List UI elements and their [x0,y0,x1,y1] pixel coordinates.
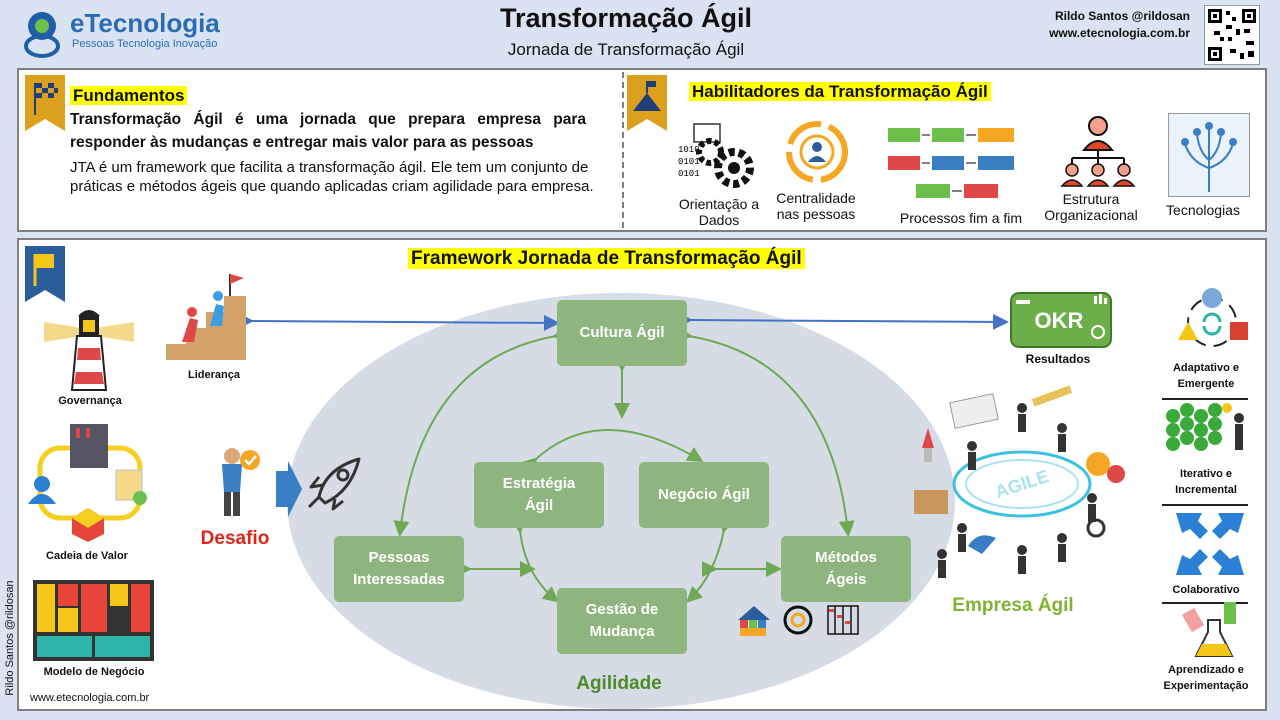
fundamentos-heading: Fundamentos [70,86,188,106]
author-website[interactable]: www.etecnologia.com.br [1049,26,1190,40]
technology-tree-icon [1168,113,1250,197]
agile-company-illustration: AGILE [914,385,1125,578]
checkered-flag-icon [25,75,65,131]
svg-text:0101: 0101 [678,169,700,179]
logo-title: eTecnologia [70,8,220,38]
adaptativo-label: Adaptativo e Emergente [1172,362,1239,390]
iterativo-label: Iterativo e Incremental [1175,468,1237,496]
author-name: Rildo Santos @rildosan [1054,9,1190,23]
box-pessoas-interessadas: Pessoas Interessadas [334,536,464,602]
blue-arrow-icon [276,461,302,517]
colaborativo-label: Colaborativo [1172,584,1240,596]
experiment-flask-icon [1182,602,1236,657]
business-model-canvas-icon [33,580,154,661]
box-estrategia-agil: Estratégia Ágil [474,462,604,528]
panel-divider [622,72,624,228]
aprendizado-label: Aprendizado e Experimentação [1163,664,1249,692]
process-flow-icon [888,128,1014,198]
habilitadores-heading: Habilitadores da Transformação Ágil [689,82,991,102]
leadership-stairs-icon [166,274,246,360]
governanca-label: Governança [58,395,122,407]
adaptive-cycle-icon [1178,288,1248,347]
enabler-label-processos: Processos fim a fim [899,210,1023,226]
bookmark-flag-icon [25,246,65,302]
modelo-negocio-label: Modelo de Negócio [43,666,145,678]
box-gestao-mudanca: Gestão de Mudança [557,588,687,654]
cadeia-valor-label: Cadeia de Valor [46,550,128,562]
agile-badge-text: AGILE [993,466,1052,502]
page-subtitle: Jornada de Transformação Ágil [507,40,745,59]
enabler-label-pessoas: Centralidade nas pessoas [776,190,856,222]
lighthouse-icon [44,310,134,391]
separator-3 [1162,602,1248,604]
logo-icon [24,12,60,58]
methods-tools-icon [738,605,859,636]
desafio-label: Desafio [200,528,270,549]
svg-text:0101: 0101 [678,157,700,167]
enabler-label-dados: Orientação a Dados [678,196,760,228]
page-title: Transformação Ágil [499,3,753,33]
box-negocio-agil: Negócio Ágil [639,462,769,528]
svg-text:1010: 1010 [678,145,700,155]
org-structure-icon [1060,116,1136,187]
box-metodos-ageis: Métodos Ágeis [781,536,911,602]
rocket-icon [307,457,361,511]
fundamentos-statement: Transformação Ágil é uma jornada que pre… [70,111,586,151]
author-block: Rildo Santos @rildosan www.etecnologia.c… [1049,8,1190,42]
lideranca-label: Liderança [188,369,240,381]
logo-subtitle: Pessoas Tecnologia Inovação [72,38,218,50]
challenge-person-icon [222,448,260,516]
summit-flag-icon [627,75,667,131]
value-chain-icon [28,424,147,542]
separator-2 [1162,504,1248,506]
agilidade-label: Agilidade [576,673,662,694]
fundamentos-paragraph: JTA é um framework que facilita a transf… [70,159,594,195]
footer-website[interactable]: www.etecnologia.com.br [30,692,150,704]
hexagon-iterative-icon [1166,403,1244,451]
vertical-credit: Rildo Santos @rildosan [4,580,16,696]
box-cultura-agil: Cultura Ágil [557,300,687,366]
resultados-label: Resultados [1025,352,1091,366]
people-centric-icon [786,121,848,183]
empresa-agil-label: Empresa Ágil [952,595,1074,616]
collaborative-arrows-icon [1176,513,1244,575]
gears-data-icon: 1010 0101 0101 [678,123,754,188]
enabler-label-tecnologias: Tecnologias [1166,202,1240,218]
okr-badge-icon: OKR [1010,292,1112,348]
enabler-label-estrutura: Estrutura Organizacional [1044,191,1138,223]
okr-text: OKR [1035,308,1084,333]
framework-title: Framework Jornada de Transformação Ágil [408,248,805,270]
qr-code-icon [1204,5,1260,65]
separator-1 [1162,398,1248,400]
